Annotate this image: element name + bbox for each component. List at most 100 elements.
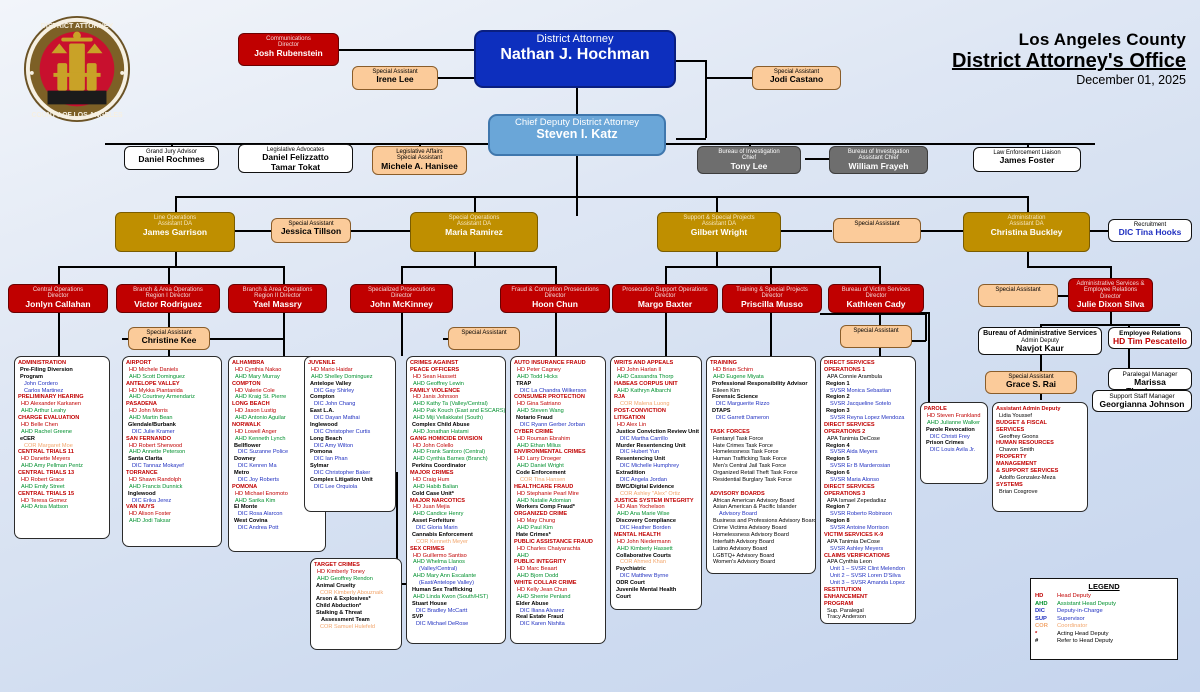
unit-line: HD Mario Haidar [311,366,353,373]
node-special-assistant-admin[interactable]: Special Assistant [978,284,1058,307]
unit-line: African American Advisory Board [713,497,795,504]
node-bureau-of-investigation-assistant-chief[interactable]: Bureau of Investigation Assistant Chief … [829,146,928,174]
unit-line: HD Craig Hum [413,476,450,483]
unit-line: Chavon Smith [999,447,1035,454]
node-employee-relations[interactable]: Employee Relations HD Tim Pescatello [1108,327,1192,349]
unit-line: Code Enforcement [516,470,566,476]
node-support-staff-manager[interactable]: Support Staff Manager Georgianna Johnson [1092,390,1192,412]
unit-line: DIC Heather Borden [620,525,671,531]
node-specialized-prosecutions-director[interactable]: Specialized Prosecutions Director John M… [350,284,453,313]
node-title-line2: Assistant DA [456,221,492,228]
node-special-assistant-jessica-tillson[interactable]: Special Assistant Jessica Tillson [271,218,351,243]
connector [908,340,926,342]
unit-line: Fentanyl Task Force [713,435,764,442]
node-special-assistant-jodi-castano[interactable]: Special Assistant Jodi Castano [752,66,841,90]
node-special-assistant-specialized[interactable]: Special Assistant [448,327,520,350]
unit-line: eCER [20,435,35,442]
legend-value: Coordinator [1057,623,1088,630]
unit-line: Latino Advisory Board [713,545,768,552]
connector [676,138,706,140]
node-special-assistant-irene-lee[interactable]: Special Assistant Irene Lee [352,66,438,90]
unit-line: AHD Bjorn Dodd [517,573,559,580]
node-title-line2: Director [865,293,887,300]
node-fraud-corruption-director[interactable]: Fraud & Corruption Prosecutions Director… [500,284,610,313]
node-special-assistant-grace-rai[interactable]: Special Assistant Grace S. Rai [985,371,1077,394]
unit-line: Region 6 [826,470,850,476]
unit-line: Notario Fraud [516,415,553,421]
node-title-line1: Line Operations [153,215,197,221]
node-title: District Attorney [536,33,614,45]
node-legislative-affairs-special-assistant[interactable]: Legislative Affairs Special Assistant Mi… [372,146,467,175]
unit-line: PUBLIC ASSISTANCE FRAUD [514,538,593,545]
node-prosecution-support-director[interactable]: Prosecution Support Operations Director … [612,284,718,313]
unit-line: HD Belle Chen [21,421,58,428]
legend-value: Assistant Head Deputy [1057,600,1116,607]
unit-line: AHD Rachel Greene [21,428,72,435]
node-legislative-advocates[interactable]: Legislative Advocates Daniel Felizzatto … [238,144,353,173]
unit-line: Sup. Paralegal [827,607,864,614]
unit-line: DIC Matthew Byrne [620,573,669,580]
unit-line: CLAIMS VERIFICATIONS [824,552,890,559]
title-date: December 01, 2025 [1076,73,1186,87]
node-name: Georgianna Johnson [1099,399,1185,410]
node-training-special-projects-director[interactable]: Training & Special Projects Director Pri… [722,284,822,313]
node-special-assistant-victim[interactable]: Special Assistant [840,325,912,348]
node-communications-director[interactable]: Communications Director Josh Rubenstein [238,33,339,66]
node-special-assistant-support[interactable]: Special Assistant [833,218,921,243]
unit-line: PEACE OFFICERS [410,366,460,373]
unit-line: TASK FORCES [710,428,750,435]
node-administration-ada[interactable]: Administration Assistant DA Christina Bu… [963,212,1090,252]
node-branch-area-region1-director[interactable]: Branch & Area Operations Region I Direct… [116,284,220,313]
unit-line: Stuart House [412,600,447,607]
unit-line: FAMILY VIOLENCE [410,387,461,394]
unit-line: AHD Emily Street [21,483,65,490]
connector [921,230,963,232]
unit-line: OPERATIONS 3 [824,490,866,497]
node-special-operations-ada[interactable]: Special Operations Assistant DA Maria Ra… [410,212,538,252]
unit-line: Human Trafficking Task Force [713,456,787,463]
node-title-line1: Bureau of Victim Services [841,287,911,293]
unit-line: AHD Sherrie Penland [517,593,571,600]
unit-line: AHD Arisa Mattson [21,504,69,511]
node-support-special-projects-ada[interactable]: Support & Special Projects Assistant DA … [657,212,781,252]
node-district-attorney[interactable]: District Attorney Nathan J. Hochman [474,30,676,88]
node-central-operations-director[interactable]: Central Operations Director Jonlyn Calla… [8,284,108,313]
node-special-assistant-christine-kee[interactable]: Special Assistant Christine Kee [128,327,210,350]
node-administrative-services-employee-relations-director[interactable]: Administrative Services & Employee Relat… [1068,278,1153,312]
connector [168,266,170,284]
connector [780,230,832,232]
unit-line: AHD Todd Hicks [517,373,558,380]
node-recruitment[interactable]: Recruitment DIC Tina Hooks [1108,219,1192,242]
node-law-enforcement-liaison[interactable]: Law Enforcement Liaison James Foster [973,147,1081,172]
unit-line: AHD Kathryn Albarchi [617,387,672,394]
connector [716,252,718,266]
node-bureau-victim-services-director[interactable]: Bureau of Victim Services Director Kathl… [828,284,924,313]
unit-line: AHD Amy Pellman Pentz [21,463,83,470]
node-grand-jury-advisor[interactable]: Grand Jury Advisor Daniel Rochmes [124,146,219,170]
connector [928,312,930,402]
node-line-operations-ada[interactable]: Line Operations Assistant DA James Garri… [115,212,235,252]
node-bureau-of-investigation-chief[interactable]: Bureau of Investigation Chief Tony Lee [697,146,801,174]
node-chief-deputy-district-attorney[interactable]: Chief Deputy District Attorney Steven I.… [488,114,666,156]
unit-line: Region 1 [826,380,850,387]
unit-line: LGBTQ+ Advisory Board [713,552,775,559]
node-branch-area-region2-director[interactable]: Branch & Area Operations Region II Direc… [228,284,327,313]
node-title: Special Assistant [461,330,507,336]
connector [438,77,476,79]
connector [474,252,476,266]
connector [339,49,474,51]
unit-line: DIC Bradley McCartt [416,607,468,614]
node-paralegal-manager[interactable]: Paralegal Manager Marissa Thorbourne [1108,368,1192,390]
node-bureau-administrative-services[interactable]: Bureau of Administrative Services Admin … [978,327,1102,355]
